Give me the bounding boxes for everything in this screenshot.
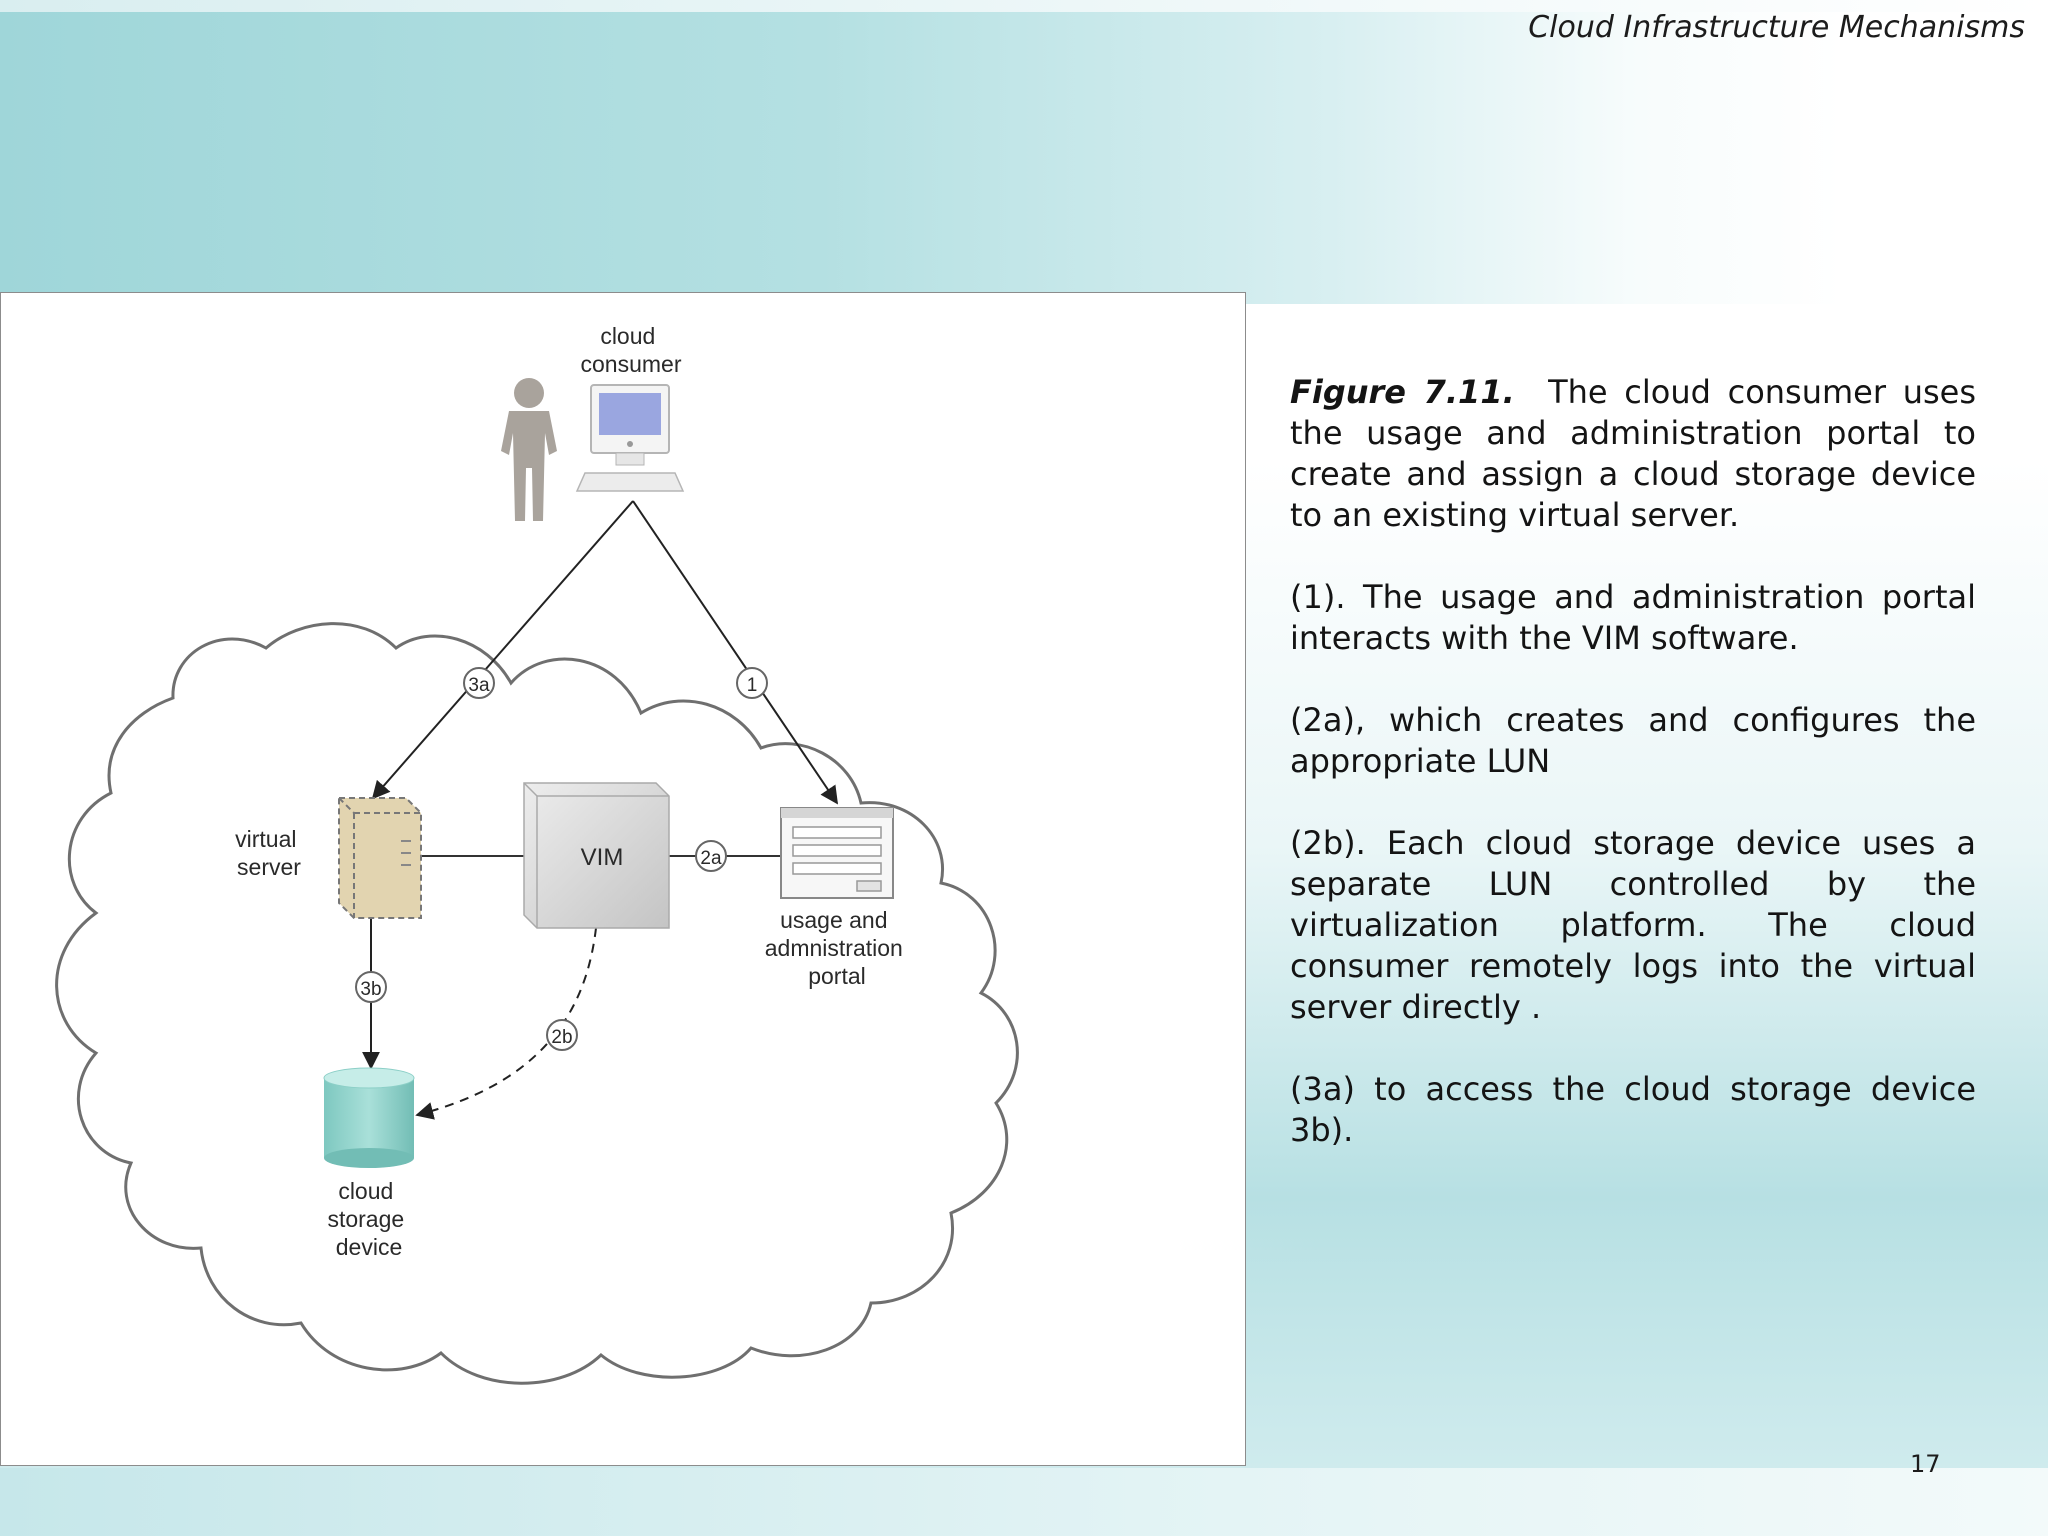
portal-window-icon [780,807,894,899]
connector-3a [371,500,634,800]
svg-text:2a: 2a [700,848,722,869]
storage-label: cloud storage device [327,1178,410,1260]
header-title: Cloud Infrastructure Mechanisms [1528,10,2025,45]
page-number: 17 [1910,1450,1941,1478]
step-badge-2a: 2a [695,840,727,872]
figure-label: Figure 7.11. [1290,373,1515,411]
computer-icon [575,384,685,492]
caption-step-2b: (2b). Each cloud storage device uses a s… [1290,824,1976,1026]
step-badge-3a: 3a [463,667,495,699]
step-badge-2b: 2b [546,1019,578,1051]
figure-caption: Figure 7.11. The cloud consumer uses the… [1290,372,1976,1192]
cloud-icon [55,622,1019,1385]
step-badge-3b: 3b [355,971,387,1003]
diagram: VIM 3a [55,323,1019,1385]
connector-1 [632,500,839,805]
virtual-server-label: virtual server [235,826,303,880]
cloud-consumer-label: cloud consumer [581,323,682,377]
person-icon [501,378,557,521]
vim-icon: VIM [523,782,670,929]
svg-text:3a: 3a [468,675,490,696]
portal-label: usage and admnistration portal [765,907,909,989]
svg-text:3b: 3b [360,979,381,1000]
caption-step-1: (1). The usage and administration portal… [1290,578,1976,657]
vim-label: VIM [581,844,624,871]
figure-panel: VIM 3a [0,292,1246,1466]
step-badge-1: 1 [736,667,768,699]
connector-2b [415,927,597,1120]
caption-figure-paragraph: Figure 7.11. The cloud consumer uses the… [1290,372,1976,536]
svg-text:1: 1 [747,675,758,696]
top-strip [0,0,2048,12]
caption-step-2a: (2a), which creates and configures the a… [1290,701,1976,780]
virtual-server-icon [338,797,422,919]
footer-band [0,1468,2048,1536]
caption-step-3: (3a) to access the cloud storage device … [1290,1070,1976,1149]
figure-text: The cloud consumer uses the usage and ad… [1290,373,1977,534]
storage-cylinder-icon [323,1067,415,1168]
header-band [0,12,2048,304]
svg-text:2b: 2b [551,1027,572,1048]
